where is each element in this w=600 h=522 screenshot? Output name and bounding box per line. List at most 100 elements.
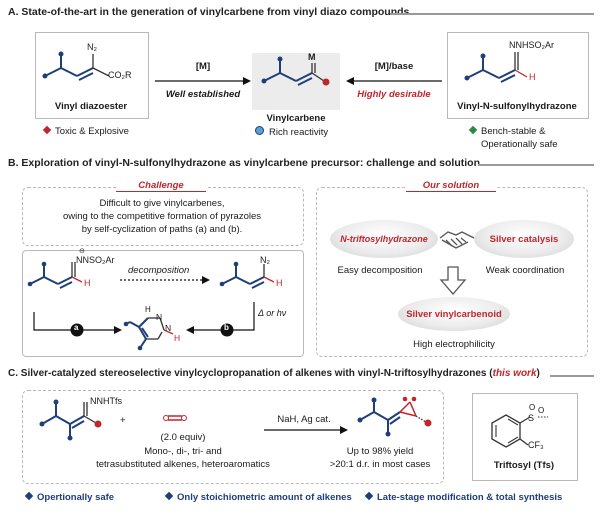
alkene-line-1: Mono-, di-, tri- and <box>144 446 222 457</box>
ellipse-silver-catalysis <box>474 220 574 258</box>
condition-label: Δ or hν <box>258 308 287 318</box>
pyrazole-nh: N <box>156 312 163 322</box>
hydrazone-label: Vinyl-N-sulfonylhydrazone <box>457 101 577 112</box>
bullet-toxic: Toxic & Explosive <box>42 125 129 137</box>
arrow-left-bottom: Well established <box>165 89 241 100</box>
bullet-c3-text: Late-stage modification & total synthesi… <box>377 492 563 503</box>
pyrazole-n: N <box>165 323 172 333</box>
arrow-hydrazone-to-carbene <box>346 77 442 85</box>
section-c-title: C. Silver-catalyzed stereoselective viny… <box>8 368 540 379</box>
dot <box>58 51 64 57</box>
solution-tag: Our solution <box>406 180 496 192</box>
section-b-title: B. Exploration of vinyl-N-sulfonylhydraz… <box>8 157 481 169</box>
sol-bottom-sub: High electrophilicity <box>413 339 495 350</box>
hydrazone-h: H <box>529 72 536 82</box>
dot <box>480 53 486 59</box>
sol-left: N-triftosylhydrazone <box>340 234 428 244</box>
bullet-c2-text: Only stoichiometric amount of alkenes <box>177 492 352 503</box>
arrow-right-bottom: Highly desirable <box>357 89 431 100</box>
sol-left-sub: Easy decomposition <box>337 265 423 276</box>
diazo-h: H <box>276 278 283 288</box>
svg-text:O: O <box>529 403 535 412</box>
section-a-title: A. State-of-the-art in the generation of… <box>8 6 410 18</box>
arrow-diazo-to-carbene <box>155 77 251 85</box>
path-a-label: a <box>74 323 79 332</box>
hollow-down-arrow-icon <box>439 266 467 295</box>
challenge-scheme <box>27 261 275 351</box>
challenge-line-3: by self-cyclization of paths (a) and (b)… <box>81 224 243 235</box>
sol-right: Silver catalysis <box>489 234 559 245</box>
hydrazone-group: NNHSO₂Ar <box>509 40 554 50</box>
bullet-c1: Opertionally safe <box>24 491 115 503</box>
diazoester-label: Vinyl diazoester <box>54 101 128 112</box>
pyrazole-h: H <box>174 333 181 343</box>
challenge-line-1: Difficult to give vinylcarbenes, <box>99 198 225 209</box>
reactant-h: H <box>84 278 91 288</box>
bullet-reactivity: Rich reactivity <box>255 126 328 138</box>
alkene-line-2: tetrasubstituted alkenes, heteroaromatic… <box>96 459 270 470</box>
handshake-icon <box>439 231 475 249</box>
path-b-marker <box>220 323 234 337</box>
dot <box>464 75 470 81</box>
bullet-operational: Operationally safe <box>481 139 558 150</box>
bullet-bench-stable-text: Bench-stable & <box>481 126 546 137</box>
red-diamond-icon <box>42 125 52 135</box>
blue-circle-icon <box>255 126 264 135</box>
navy-diamond-icon <box>364 491 374 501</box>
ellipse-triftosylhydrazone <box>330 220 438 258</box>
carbene-structure <box>261 56 330 86</box>
section-a-rule <box>390 13 594 15</box>
section-b-rule <box>478 164 594 166</box>
decomposition-label: decomposition <box>128 265 190 276</box>
triftosyl-structure: S O O <box>491 403 548 448</box>
hydrazone-structure <box>464 52 528 83</box>
dot <box>322 78 330 86</box>
diazoester-box <box>35 32 149 119</box>
diazoester-n2: N₂ <box>87 42 97 52</box>
carbene-label: Vinylcarbene <box>266 113 326 124</box>
diazoester-ester: CO₂R <box>108 70 132 80</box>
diazo-n2: N₂ <box>260 255 270 265</box>
equiv-label: (2.0 equiv) <box>160 432 206 443</box>
dot <box>277 56 283 62</box>
arrow-right-top: [M]/base <box>374 61 414 72</box>
bullet-bench-stable: Bench-stable & <box>468 125 546 137</box>
navy-diamond-icon <box>164 491 174 501</box>
challenge-scheme-box <box>22 250 304 357</box>
challenge-tag: Challenge <box>116 180 206 192</box>
bullet-c1-text: Opertionally safe <box>37 492 115 503</box>
pyrazole-nh-h: H <box>145 305 151 314</box>
arrow-conditions: NaH, Ag cat. <box>277 414 331 425</box>
triftosyl-box <box>472 393 578 481</box>
tfs-cf3: CF₃ <box>528 440 544 450</box>
dot <box>261 78 267 84</box>
dot <box>42 73 48 79</box>
section-c-title-end: ) <box>536 368 540 379</box>
challenge-text-box <box>22 187 304 246</box>
svg-text:O: O <box>538 406 544 415</box>
bullet-toxic-text: Toxic & Explosive <box>55 126 129 137</box>
reactant-minus: ⊖ <box>79 248 85 255</box>
section-c-title-main: C. Silver-catalyzed stereoselective viny… <box>8 368 493 379</box>
plus-sign: + <box>120 415 126 426</box>
diazoester-structure <box>42 51 110 81</box>
bullet-c2: Only stoichiometric amount of alkenes <box>164 491 352 503</box>
tfs-label: Triftosyl (Tfs) <box>493 460 555 471</box>
sol-right-sub: Weak coordination <box>485 265 565 276</box>
path-b-label: b <box>224 323 229 332</box>
bullet-reactivity-text: Rich reactivity <box>269 127 329 138</box>
path-a-marker <box>70 323 84 337</box>
svg-text:S: S <box>528 413 534 423</box>
arrow-left-top: [M] <box>195 61 211 72</box>
carbene-metal: M <box>308 52 316 62</box>
section-c-title-italic: this work <box>492 368 537 379</box>
ellipse-silver-vinylcarbenoid <box>398 297 510 331</box>
section-c-rule <box>550 375 594 377</box>
reactant-group: NNSO₂Ar <box>76 255 115 265</box>
green-diamond-icon <box>468 125 478 135</box>
reaction-scheme <box>39 396 432 441</box>
challenge-line-2: owing to the competitive formation of py… <box>62 211 261 222</box>
navy-diamond-icon <box>24 491 34 501</box>
yield-line-1: Up to 98% yield <box>346 446 414 457</box>
reagent-group: NNHTfs <box>90 396 122 406</box>
